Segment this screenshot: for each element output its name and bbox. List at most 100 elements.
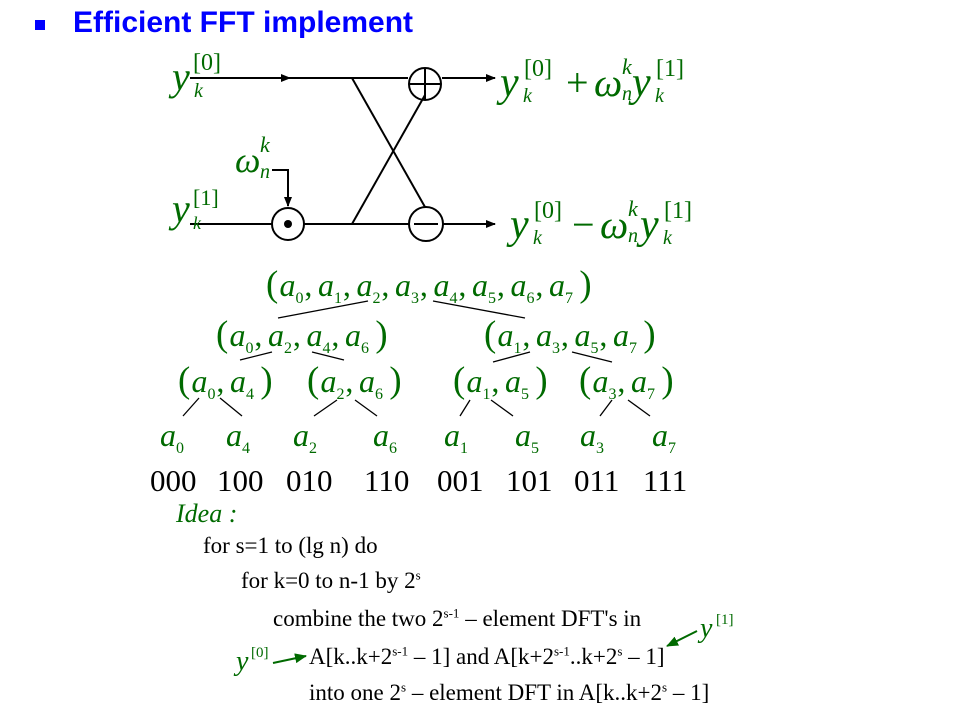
tree-root-tuple-comma: , bbox=[381, 267, 389, 303]
tree-l1-tuple-0-var: a bbox=[268, 317, 284, 353]
tree-leaf-sub: 0 bbox=[176, 440, 184, 457]
idea-line2-text: for k=0 to n-1 by 2 bbox=[241, 568, 416, 593]
idea-line4-d: – 1] bbox=[622, 644, 665, 669]
tree-l2-tuple-3-rparen: ) bbox=[661, 359, 673, 400]
twiddle-var: ω bbox=[235, 140, 260, 180]
tree-l1-tuple-0-var: a bbox=[229, 317, 245, 353]
tree-leaf-var: a bbox=[293, 417, 309, 453]
tree-root-tuple-comma: , bbox=[304, 267, 312, 303]
out-bot-w: ω bbox=[600, 202, 628, 247]
out-bot-sup0: [0] bbox=[534, 198, 562, 224]
tree-root-tuple-rparen: ) bbox=[579, 263, 591, 304]
tree-l1-tuple-0-sub: 2 bbox=[284, 340, 292, 357]
idea-annotations: y [0] y [1] bbox=[233, 612, 734, 677]
bit-pattern: 111 bbox=[643, 463, 687, 498]
tree-l2-tuple-2-rparen: ) bbox=[535, 359, 547, 400]
note-y0-arrow bbox=[272, 653, 307, 664]
tree-leaf-sub: 2 bbox=[309, 440, 317, 457]
idea-line4-c: ..k+2 bbox=[569, 644, 618, 669]
idea-line5-a: into one 2 bbox=[309, 680, 401, 705]
tree-l2-tuple-1-rparen: ) bbox=[389, 359, 401, 400]
input-top-var: y bbox=[168, 54, 190, 99]
tree-root-tuple-sub: 7 bbox=[565, 290, 573, 307]
tree-l1-tuple-1-comma: , bbox=[522, 317, 530, 353]
tree-root-tuple-comma: , bbox=[458, 267, 466, 303]
bit-pattern: 010 bbox=[286, 463, 333, 498]
bit-pattern: 101 bbox=[506, 463, 553, 498]
idea-line3-pre: combine the two 2 bbox=[273, 606, 444, 631]
tree-l2-tuple-1-sub: 2 bbox=[336, 386, 344, 403]
out-bot-k1: k bbox=[663, 227, 673, 249]
idea-label: Idea : bbox=[175, 499, 237, 528]
tree-l2-tuple-2-var: a bbox=[505, 363, 521, 399]
tree-root-tuple-sub: 1 bbox=[334, 290, 342, 307]
idea-line1: for s=1 to (lg n) do bbox=[203, 533, 378, 559]
tree-root-tuple-var: a bbox=[433, 267, 449, 303]
out-bot-wsub: n bbox=[628, 225, 638, 247]
idea-line4-b: – 1] and A[k+2 bbox=[408, 644, 554, 669]
input-bottom-label: y k [1] bbox=[168, 185, 219, 233]
idea-line4: A[k..k+2s-1 – 1] and A[k+2s-1..k+2s – 1] bbox=[309, 644, 665, 670]
twiddle-sub: n bbox=[260, 161, 270, 183]
tree-l1-tuple-0-lparen: ( bbox=[216, 313, 228, 354]
tree-leaf-var: a bbox=[373, 417, 389, 453]
twiddle-label: ω n k bbox=[235, 132, 271, 183]
twiddle-arrow bbox=[272, 169, 292, 207]
tree-l2-tuple-1-var: a bbox=[359, 363, 375, 399]
minus-circle-icon bbox=[408, 206, 444, 242]
tree-l1-tuple-1-rparen: ) bbox=[643, 313, 655, 354]
tree-root-tuple-lparen: ( bbox=[266, 263, 278, 304]
out-bot-y0: y bbox=[506, 202, 529, 248]
tree-l1-tuple-0-var: a bbox=[306, 317, 322, 353]
tree-leaf-sub: 1 bbox=[460, 440, 468, 457]
tree-leaf-var: a bbox=[652, 417, 668, 453]
input-top-label: y k [0] bbox=[168, 50, 221, 102]
idea-line4-a: A[k..k+2 bbox=[309, 644, 393, 669]
tree-l2-tuple-3-sub: 3 bbox=[608, 386, 616, 403]
cross-line-up bbox=[351, 94, 426, 225]
idea-line3: combine the two 2s-1 – element DFT's in bbox=[273, 606, 641, 632]
tree-leaf-var: a bbox=[226, 417, 242, 453]
idea-line4-sup2: s-1 bbox=[553, 643, 570, 659]
input-top-sup: [0] bbox=[193, 50, 221, 76]
out-top-wsup: k bbox=[622, 54, 633, 79]
tree-leaf-var: a bbox=[515, 417, 531, 453]
tree-l2-tuple-0-lparen: ( bbox=[178, 359, 190, 400]
tree-root-tuple-sub: 4 bbox=[449, 290, 457, 307]
tree-root-tuple-sub: 6 bbox=[526, 290, 534, 307]
slide-title: Efficient FFT implement bbox=[73, 6, 414, 39]
tree-l2-tuple-0-var: a bbox=[191, 363, 207, 399]
bit-pattern: 001 bbox=[437, 463, 484, 498]
note-y0: y [0] bbox=[233, 645, 269, 677]
note-y1: y [1] bbox=[697, 612, 734, 644]
bit-pattern: 110 bbox=[364, 463, 409, 498]
tree-connectors bbox=[182, 300, 651, 417]
dot-circle-icon bbox=[271, 207, 305, 241]
idea-line3-post: – element DFT's in bbox=[459, 606, 642, 631]
tree-root-tuple-var: a bbox=[510, 267, 526, 303]
tree-leaf-var: a bbox=[160, 417, 176, 453]
bit-pattern: 000 bbox=[150, 463, 197, 498]
tree-l2-tuple-1-sub: 6 bbox=[375, 386, 383, 403]
out-top-op: + bbox=[566, 60, 589, 105]
idea-line2-sup: s bbox=[415, 567, 421, 583]
out-bot-y1: y bbox=[636, 202, 659, 248]
tree-root-tuple-sub: 5 bbox=[488, 290, 496, 307]
tree-l1-tuple-1-sub: 3 bbox=[552, 340, 560, 357]
tree-l1-tuple-1-comma: , bbox=[599, 317, 607, 353]
out-bot-op: − bbox=[572, 202, 595, 247]
tree-l2-tuple-0-var: a bbox=[230, 363, 246, 399]
output-bottom-label: y k [0] − ω n k y k [1] bbox=[506, 196, 692, 249]
idea-line4-sup1: s-1 bbox=[392, 643, 409, 659]
